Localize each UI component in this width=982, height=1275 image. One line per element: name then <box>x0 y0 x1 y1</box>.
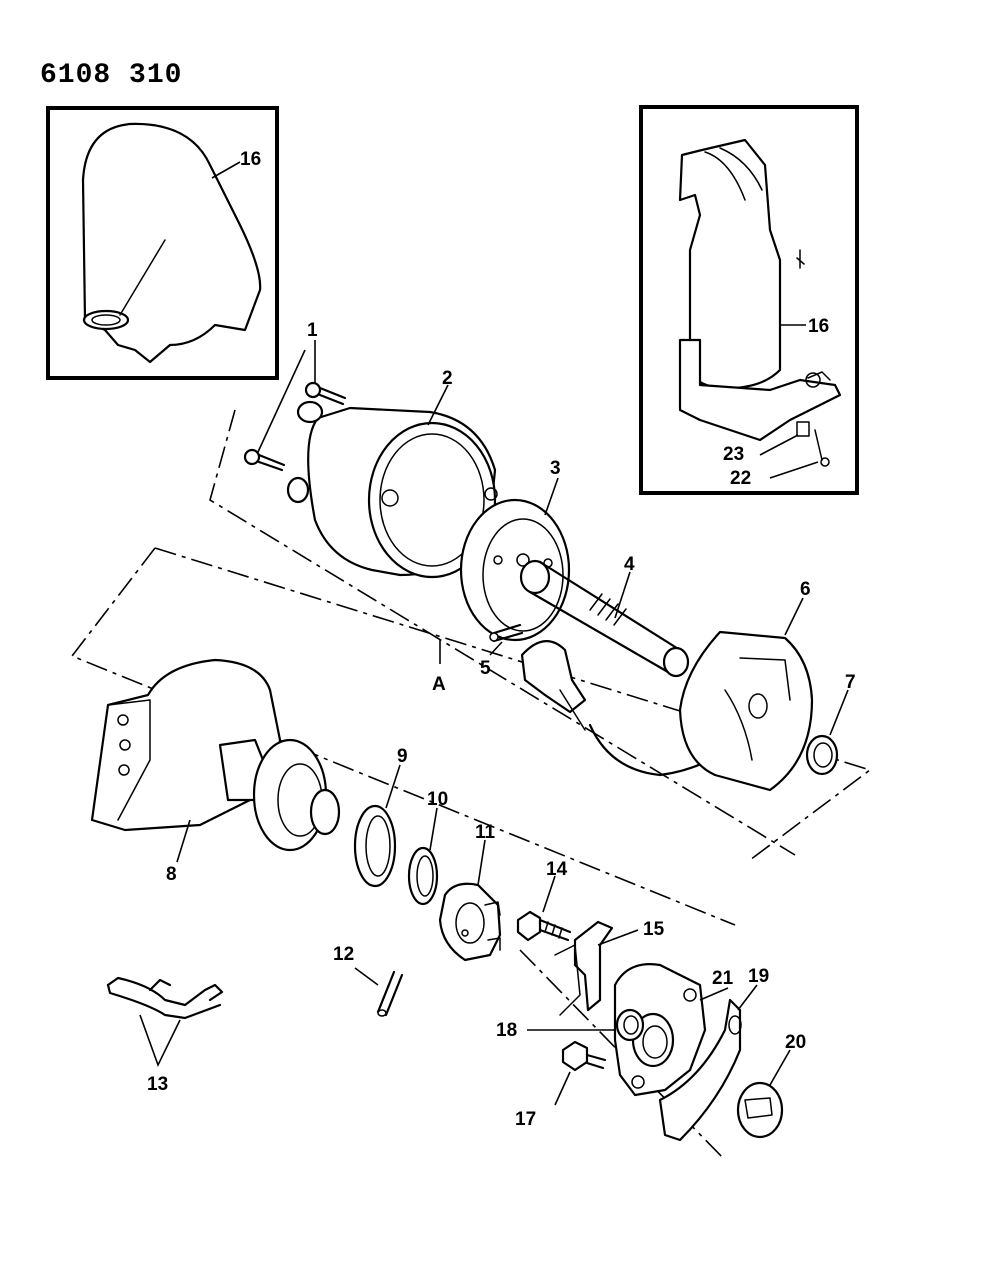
drawing-code: 6108 310 <box>40 60 182 91</box>
part-7-seal: 7 <box>805 672 856 776</box>
part-3-plate: 3 <box>459 458 571 642</box>
part-11-collar: 11 <box>438 822 502 962</box>
callout-16-right: 16 <box>808 316 829 337</box>
part-1-screws: 1 <box>243 320 347 472</box>
inset-right-panel: 16 23 22 <box>639 105 859 495</box>
callout-1: 1 <box>307 320 318 341</box>
callout-10: 10 <box>427 789 448 810</box>
part-2-distributor-cap: 2 <box>286 368 498 579</box>
callout-6: 6 <box>800 579 811 600</box>
part-17-screw: 17 <box>515 1040 607 1130</box>
callout-18: 18 <box>496 1020 517 1041</box>
cap-cover-drawing <box>81 122 262 364</box>
part-13-clips: 13 <box>106 976 224 1095</box>
callout-12: 12 <box>333 944 354 965</box>
callout-16-left: 16 <box>240 149 261 170</box>
callout-8: 8 <box>166 864 177 885</box>
callout-21: 21 <box>712 968 734 989</box>
callout-2: 2 <box>442 368 453 389</box>
inset-left-panel: 16 <box>46 106 279 380</box>
callout-11: 11 <box>475 822 496 843</box>
part-5-pin: 5 <box>480 623 524 679</box>
callout-4: 4 <box>624 554 635 575</box>
part-15-lever: 15 <box>554 919 665 1016</box>
cover-bracket-drawing <box>678 138 842 467</box>
part-9-washer: 9 <box>353 746 408 888</box>
part-20-rotor: 20 <box>736 1032 806 1139</box>
callout-23: 23 <box>723 444 744 465</box>
part-19-gasket: 19 <box>658 966 769 1142</box>
callout-17: 17 <box>515 1109 536 1130</box>
part-4-shaft: 4 <box>519 554 690 678</box>
part-18-oring: 18 <box>496 1008 645 1042</box>
callout-7: 7 <box>845 672 856 693</box>
callout-14: 14 <box>546 859 568 880</box>
callout-15: 15 <box>643 919 665 940</box>
callout-22: 22 <box>730 468 751 489</box>
callout-9: 9 <box>397 746 408 767</box>
callout-3: 3 <box>550 458 561 479</box>
part-10-washer: 10 <box>407 789 448 906</box>
callout-19: 19 <box>748 966 769 987</box>
reference-label-a: A <box>432 674 446 695</box>
callout-20: 20 <box>785 1032 806 1053</box>
part-6-housing-plate: 6 <box>678 579 814 792</box>
part-12-pin: 12 <box>333 944 404 1017</box>
callout-13: 13 <box>147 1074 168 1095</box>
callout-5: 5 <box>480 658 491 679</box>
part-8-housing: 8 <box>90 658 341 885</box>
part-14-bolt: 14 <box>516 859 572 942</box>
